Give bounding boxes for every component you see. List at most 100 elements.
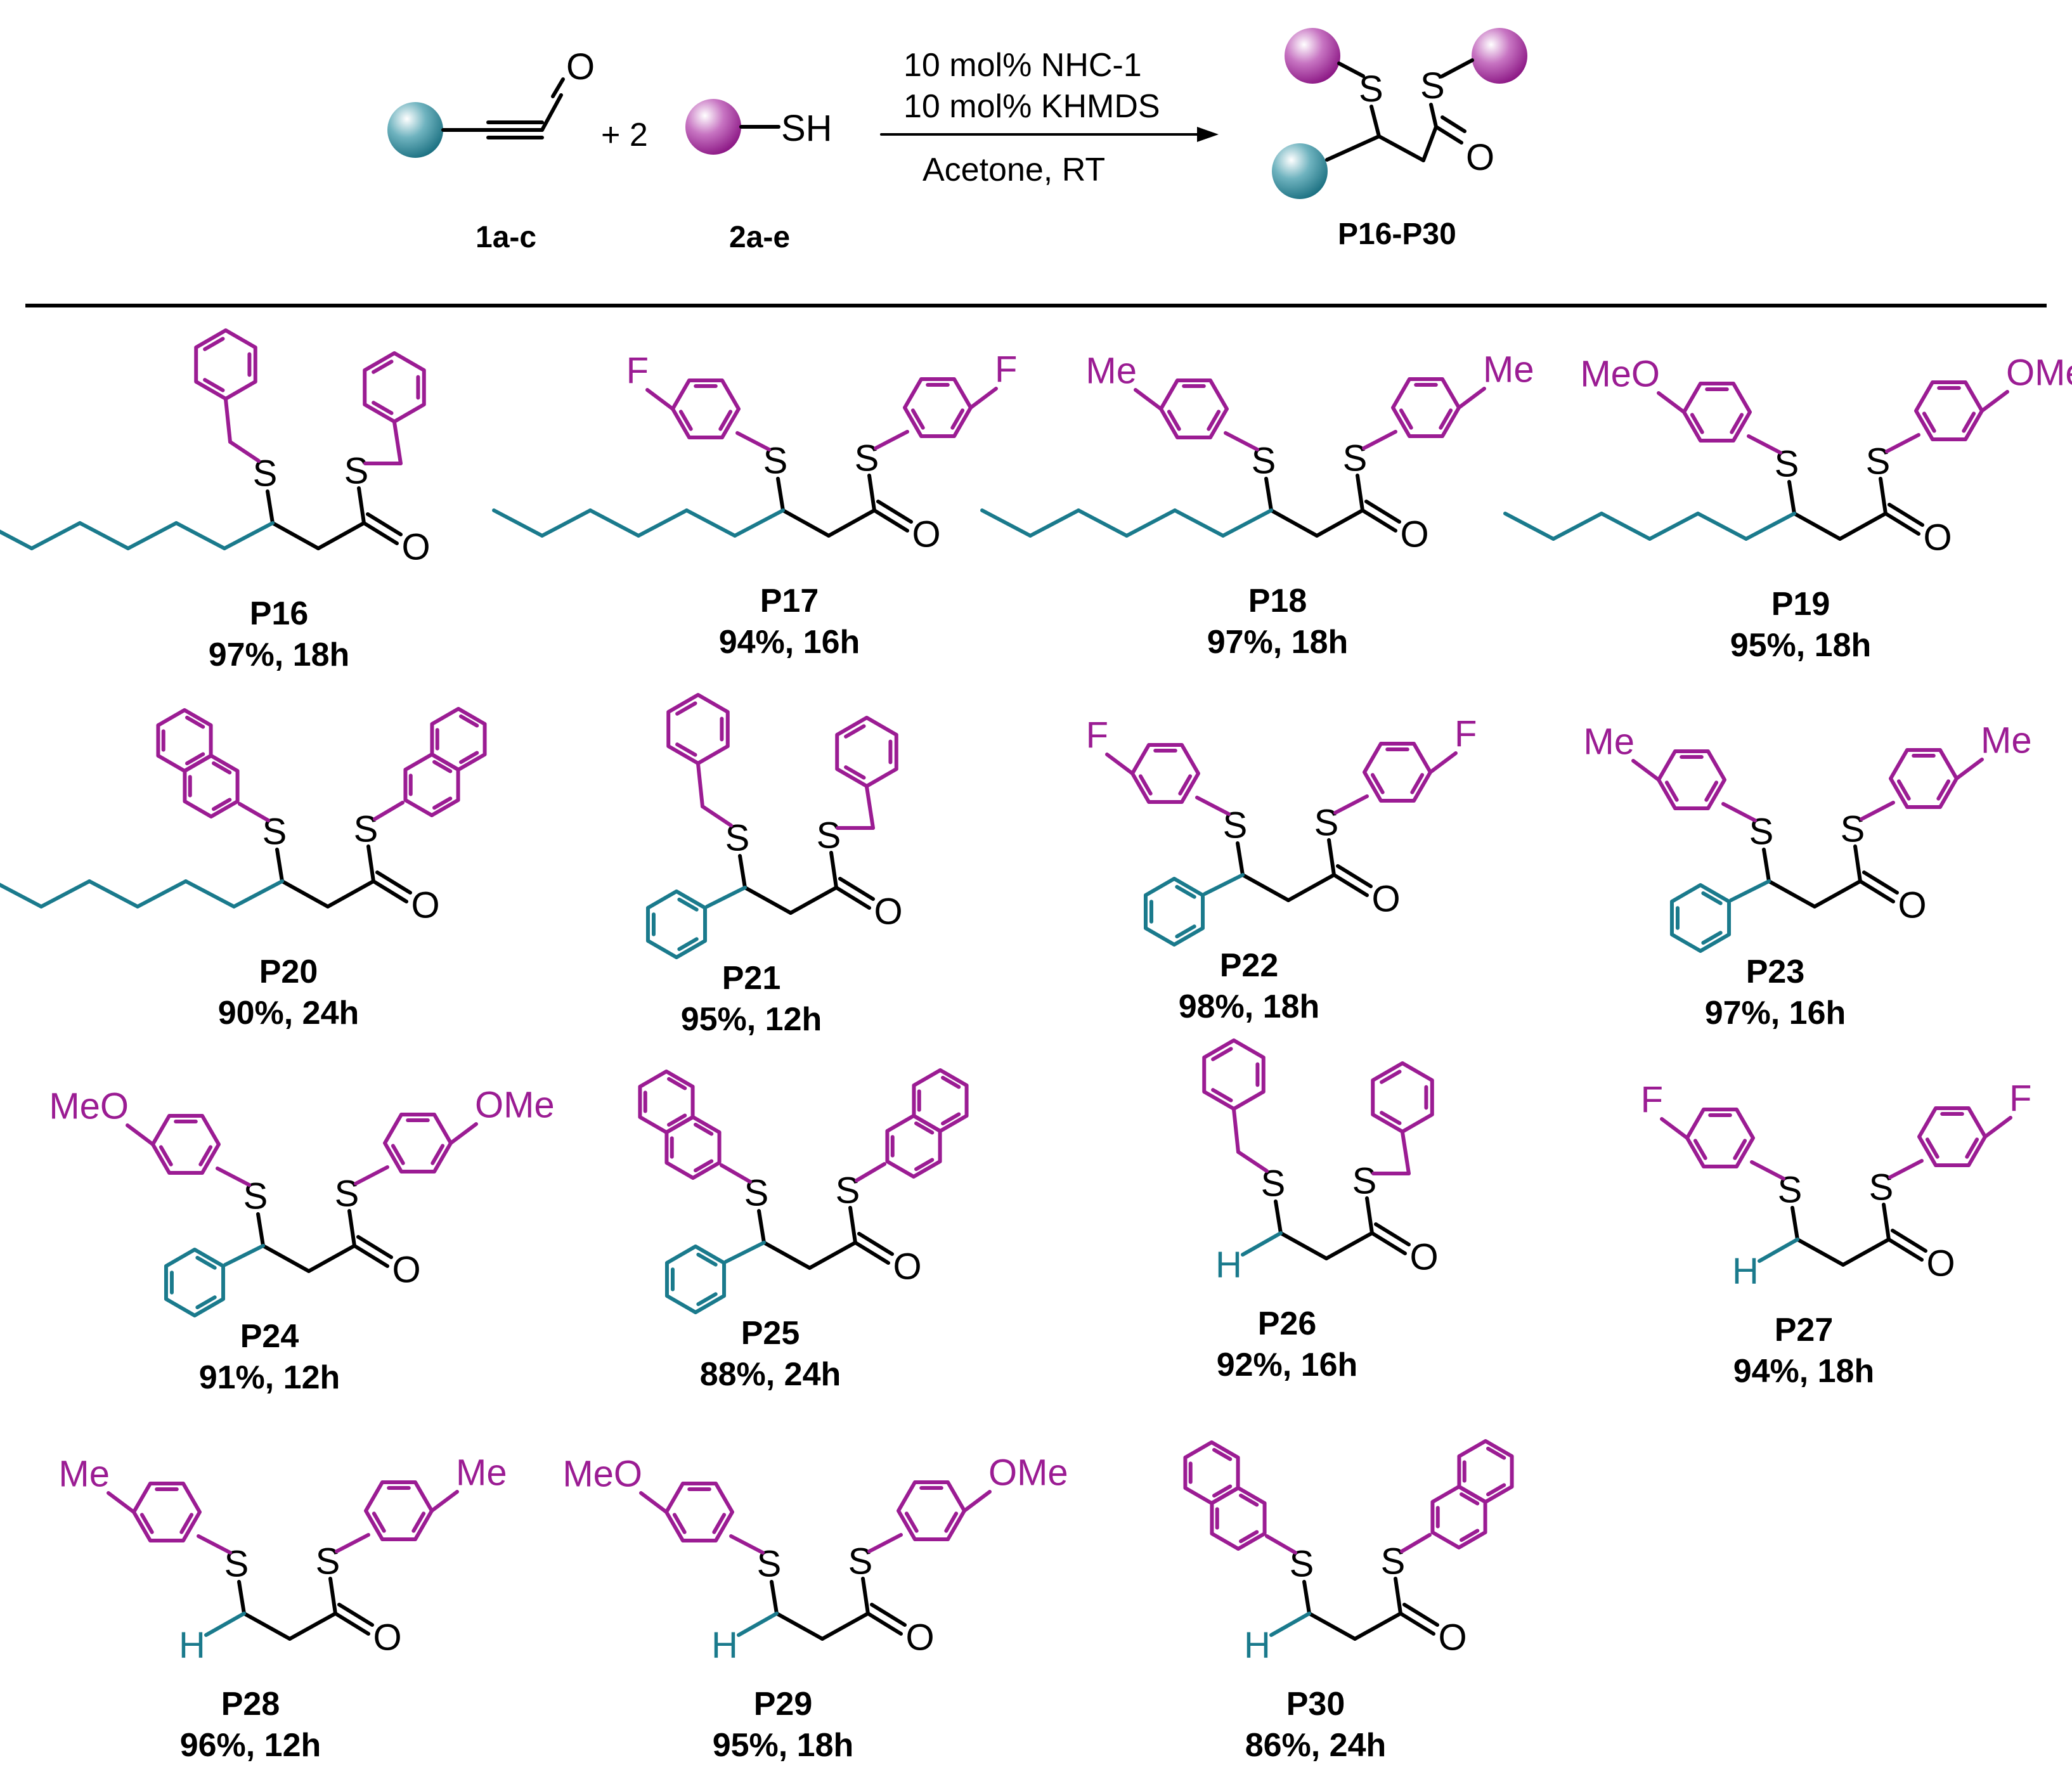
bond <box>238 802 270 822</box>
bond <box>242 1612 292 1641</box>
bond <box>1362 430 1397 450</box>
bond <box>256 1212 265 1248</box>
carbonyl-bond <box>1374 1222 1411 1246</box>
bond <box>865 785 875 830</box>
carbonyl-oxygen: O <box>1400 514 1428 555</box>
bond <box>1269 1612 1311 1637</box>
alkyl-bond <box>223 521 275 550</box>
sh-label: SH <box>781 108 832 149</box>
carbonyl-bond <box>1370 1231 1407 1255</box>
bond <box>645 388 675 411</box>
bond <box>827 508 876 538</box>
bond <box>1232 1108 1240 1154</box>
aldehyde-oxygen: O <box>566 46 595 87</box>
bond <box>347 1209 356 1248</box>
carbonyl-bond <box>1862 870 1899 895</box>
bond <box>867 1533 903 1553</box>
para-substituent: F <box>626 351 649 392</box>
carbonyl-bond <box>353 1244 389 1268</box>
para-substituent: Me <box>1583 721 1635 763</box>
condition-solvent: Acetone, RT <box>923 152 1105 188</box>
bond <box>1813 879 1862 908</box>
reagent1-label: 1a-c <box>476 221 536 254</box>
bond <box>271 521 320 550</box>
thioester-sulfur: S <box>848 1541 873 1582</box>
carbonyl-bond <box>834 886 871 910</box>
bond <box>237 1580 246 1615</box>
bond <box>1236 841 1245 877</box>
bond <box>1134 388 1163 411</box>
carbonyl-bond <box>362 521 399 545</box>
product-label: P28 <box>221 1686 280 1723</box>
bond <box>261 1244 311 1273</box>
aryl-ring <box>383 1112 453 1174</box>
alkyl-bond <box>637 508 689 538</box>
alkyl-bond <box>39 879 91 908</box>
alkyl-bond <box>1600 512 1652 541</box>
alkyl-bond <box>1221 508 1273 538</box>
bond <box>126 1123 155 1146</box>
product-label: P24 <box>240 1318 299 1355</box>
carbonyl-bond <box>1336 864 1373 888</box>
hydrogen-atom: H <box>1732 1251 1759 1292</box>
bond <box>1729 879 1771 902</box>
naphthalene-ring <box>430 707 487 772</box>
product-p19: OSSMeOOMeP1995%, 18h <box>1503 352 2072 664</box>
svg-text:O: O <box>1466 137 1494 178</box>
bond <box>1841 1238 1891 1267</box>
carbonyl-oxygen: O <box>373 1617 401 1658</box>
alkyl-bond <box>588 508 640 538</box>
bond <box>326 879 375 908</box>
bond <box>1400 1533 1432 1553</box>
carbonyl-bond <box>1399 1612 1435 1636</box>
thioester-sulfur: S <box>817 815 841 857</box>
alkyl-bond <box>980 508 1032 538</box>
para-substituent: OMe <box>2006 352 2072 394</box>
para-substituent: F <box>995 349 1017 391</box>
naphthalene-ring <box>1183 1440 1240 1505</box>
bond <box>1394 1577 1402 1615</box>
naphthalene-ring <box>1457 1439 1514 1504</box>
phenyl-ring <box>645 889 708 959</box>
alkyl-bond <box>1173 508 1225 538</box>
alkyl-bond <box>492 508 544 538</box>
product-yield: 95%, 18h <box>713 1727 854 1764</box>
alkyl-bond <box>87 879 139 908</box>
product-label: P26 <box>1258 1305 1317 1342</box>
alkyl-bond <box>184 879 236 908</box>
thioester-sulfur: S <box>1314 803 1339 844</box>
bond <box>357 486 366 525</box>
bond <box>1333 794 1369 815</box>
bond <box>720 1163 752 1184</box>
aryl-ring <box>1682 381 1752 443</box>
naphthalene-ring <box>638 1070 695 1134</box>
para-substituent: Me <box>1483 349 1534 391</box>
aryl-ring <box>897 1480 966 1542</box>
teal-substituent-sphere <box>1272 143 1328 199</box>
thioester-sulfur: S <box>316 1541 340 1582</box>
product-label: P30 <box>1286 1686 1345 1723</box>
bond <box>1879 477 1887 515</box>
bond <box>280 879 330 908</box>
bond <box>449 1122 478 1145</box>
bond <box>705 886 747 908</box>
aryl-ring <box>1914 380 1984 442</box>
thioester-sulfur: S <box>335 1174 359 1215</box>
magenta-substituent-sphere <box>1472 28 1527 84</box>
bond <box>1792 512 1842 541</box>
product-label: P23 <box>1746 954 1805 990</box>
thioester-sulfur: S <box>1343 438 1368 479</box>
carbonyl-bond <box>375 870 412 895</box>
carbonyl-oxygen: O <box>392 1250 420 1291</box>
reaction-arrowhead <box>1197 127 1219 142</box>
bond <box>808 1241 857 1270</box>
bond <box>288 1612 337 1641</box>
bond <box>1747 434 1782 455</box>
condition-base: 10 mol% KHMDS <box>903 88 1160 125</box>
carbonyl-bond <box>356 1235 393 1259</box>
